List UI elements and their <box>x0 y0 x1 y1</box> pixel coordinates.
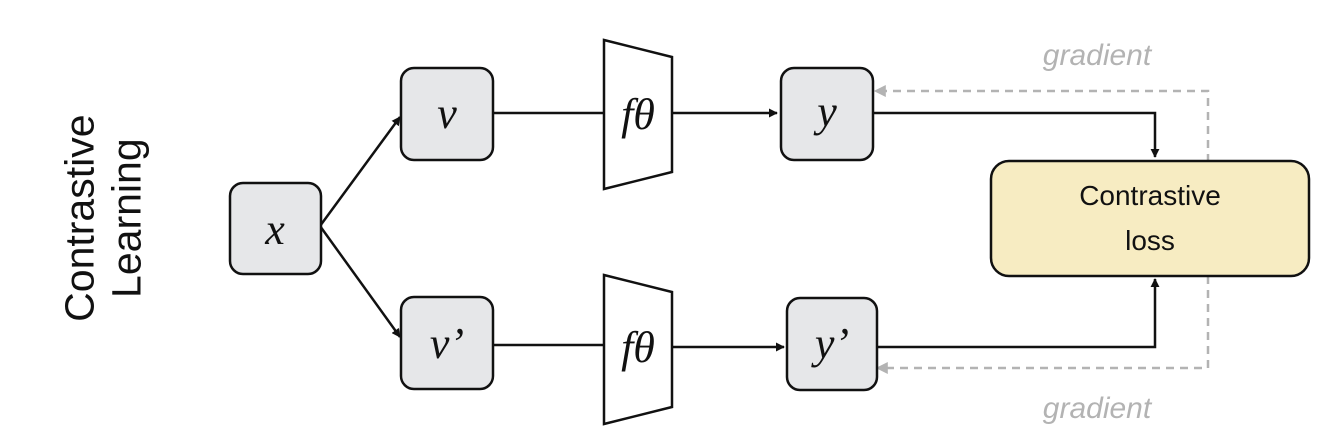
gradient-path-bottom <box>875 276 1210 374</box>
node-y-prime-label: y’ <box>811 319 849 368</box>
gradient-path-top <box>873 85 1210 162</box>
gradient-label-top: gradient <box>1043 39 1153 72</box>
edge-x-to-vprime <box>318 225 402 338</box>
contrastive-loss-box: Contrastive loss <box>989 159 1311 278</box>
node-y: y <box>779 66 875 162</box>
node-y-label: y <box>813 87 837 136</box>
node-v-prime-label: v’ <box>430 319 464 368</box>
gradient-label-bottom: gradient <box>1043 392 1153 425</box>
node-x-label: x <box>264 205 285 254</box>
encoder-top-label: fθ <box>621 90 655 139</box>
loss-line1: Contrastive <box>1079 180 1221 211</box>
edge-x-to-v <box>318 116 402 227</box>
edge-y-to-loss <box>873 111 1160 158</box>
encoder-bottom: fθ <box>602 273 674 426</box>
node-y-prime: y’ <box>785 296 879 392</box>
loss-line2: loss <box>1125 225 1175 256</box>
node-v-label: v <box>437 89 457 138</box>
encoder-top: fθ <box>602 38 674 191</box>
node-v: v <box>399 66 495 162</box>
node-x: x <box>228 181 323 276</box>
edge-yprime-to-loss <box>877 278 1160 349</box>
encoder-bottom-label: fθ <box>621 323 655 372</box>
node-v-prime: v’ <box>399 295 495 391</box>
